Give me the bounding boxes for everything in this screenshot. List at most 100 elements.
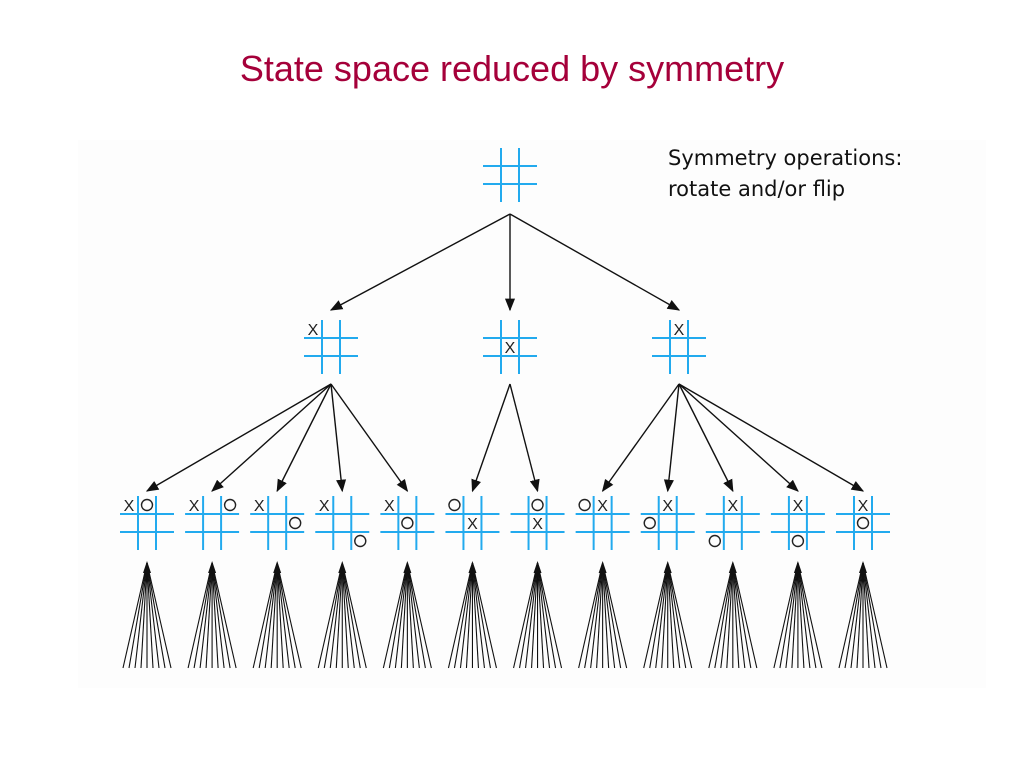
fan-branch <box>400 562 408 669</box>
fan-branch <box>128 562 148 669</box>
fan-apex-arrowhead <box>859 561 867 573</box>
fan-branch <box>862 562 876 669</box>
root-board <box>483 148 537 202</box>
fan-branch <box>602 562 622 669</box>
fan-branch <box>323 562 343 669</box>
fan-branch <box>211 562 225 669</box>
fan-apex-arrowhead <box>143 561 151 573</box>
fan-branch <box>602 562 616 669</box>
fan-branch <box>471 562 497 669</box>
subtree-fan-12 <box>838 561 888 669</box>
fan-branch <box>471 562 480 669</box>
fan-branch <box>211 562 231 669</box>
fan-apex-arrowhead <box>403 561 412 573</box>
fan-branch <box>791 562 799 669</box>
fan-apex-arrowhead <box>338 561 347 573</box>
fan-branch <box>732 562 740 669</box>
fan-branch <box>536 562 545 669</box>
fan-branch <box>211 562 237 669</box>
arrow-level1-to-level2-12 <box>678 383 865 492</box>
o-mark <box>578 498 591 512</box>
fan-branch <box>667 562 687 669</box>
x-mark: X <box>189 498 200 515</box>
x-mark: X <box>124 498 135 515</box>
arrow-level1-to-level2-11 <box>678 383 799 492</box>
fan-branch <box>838 562 864 669</box>
level2-board-1: X <box>120 496 174 550</box>
fan-branch <box>406 562 414 669</box>
fan-branch <box>797 562 805 669</box>
fan-branch <box>649 562 669 669</box>
fan-branch <box>264 562 278 669</box>
fan-branch <box>388 562 408 669</box>
fan-branch <box>667 562 675 669</box>
subtree-fan-1 <box>122 561 172 669</box>
o-mark <box>401 516 414 530</box>
fan-branch <box>530 562 539 669</box>
fan-branch <box>797 562 823 669</box>
x-mark: X <box>319 498 330 515</box>
level1-board-1: X <box>304 320 358 374</box>
fan-branch <box>276 562 290 669</box>
fan-branch <box>199 562 213 669</box>
fan-branch <box>732 562 746 669</box>
fan-branch <box>536 562 551 669</box>
fan-branch <box>578 562 604 669</box>
o-mark <box>288 516 302 530</box>
fan-apex-arrowhead <box>533 561 542 573</box>
level2-board-8: X <box>575 496 630 550</box>
fan-branch <box>797 562 811 669</box>
fan-branch <box>459 562 474 669</box>
fan-branch <box>187 562 213 669</box>
fan-branch <box>602 562 628 669</box>
x-mark: X <box>384 498 395 515</box>
fan-branch <box>714 562 734 669</box>
fan-branch <box>382 562 408 669</box>
arrow-root-to-level1-1 <box>329 213 511 311</box>
subtree-fan-6 <box>447 561 497 669</box>
arrow-level1-to-level2-5 <box>330 383 409 493</box>
subtree-fan-3 <box>252 561 302 669</box>
subtree-fan-5 <box>382 561 432 669</box>
fan-branch <box>844 562 864 669</box>
level2-board-5: X <box>380 496 435 550</box>
fan-branch <box>341 562 349 669</box>
subtree-fan-11 <box>773 561 823 669</box>
fan-branch <box>140 562 148 669</box>
subtree-fan-9 <box>643 561 693 669</box>
fan-branch <box>708 562 734 669</box>
fan-apex-arrowhead <box>468 561 477 573</box>
fan-apex-arrowhead <box>208 561 217 573</box>
level2-board-10: X <box>705 496 760 550</box>
o-mark <box>708 534 722 548</box>
fan-branch <box>537 562 563 669</box>
fan-branch <box>590 562 604 669</box>
fan-apex-arrowhead <box>273 561 282 573</box>
fan-branch <box>276 562 296 669</box>
arrow-level1-to-level2-9 <box>663 383 680 493</box>
x-mark: X <box>532 516 543 533</box>
fan-branch <box>465 562 474 669</box>
fan-apex-arrowhead <box>598 561 607 573</box>
x-mark: X <box>505 340 516 357</box>
fan-apex-arrowhead <box>793 561 802 573</box>
o-mark <box>448 498 461 512</box>
subtree-fan-8 <box>578 561 628 669</box>
fan-branch <box>519 562 539 669</box>
fan-branch <box>146 562 154 669</box>
level1-board-2: X <box>483 320 537 374</box>
fan-branch <box>862 562 870 669</box>
subtree-fan-10 <box>708 561 758 669</box>
x-mark: X <box>308 322 319 339</box>
fan-branch <box>856 562 864 669</box>
fan-apex-arrowhead <box>663 561 672 573</box>
arrow-level1-to-level2-8 <box>601 383 680 493</box>
symmetry-annotation: Symmetry operations: rotate and/or flip <box>668 143 902 205</box>
annotation-line-2: rotate and/or flip <box>668 177 846 201</box>
o-mark <box>856 516 870 530</box>
o-mark <box>354 534 367 548</box>
fan-branch <box>537 562 557 669</box>
x-mark: X <box>254 498 265 515</box>
o-mark <box>531 498 544 512</box>
